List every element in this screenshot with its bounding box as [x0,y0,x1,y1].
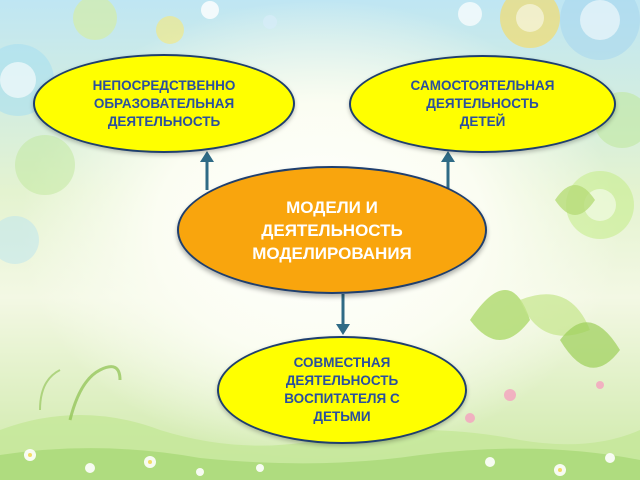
node-central-modeling: МОДЕЛИ И ДЕЯТЕЛЬНОСТЬ МОДЕЛИРОВАНИЯ [177,166,487,294]
arrow-up-icon [441,151,455,190]
arrow-down-icon [336,294,350,335]
center-label: МОДЕЛИ И ДЕЯТЕЛЬНОСТЬ МОДЕЛИРОВАНИЯ [252,197,412,263]
arrow-up-icon [200,151,214,190]
node-label: СОВМЕСТНАЯ ДЕЯТЕЛЬНОСТЬ ВОСПИТАТЕЛЯ С ДЕ… [284,355,400,424]
node-label: САМОСТОЯТЕЛЬНАЯ ДЕЯТЕЛЬНОСТЬ ДЕТЕЙ [410,78,555,129]
node-joint-teacher-children-activity: СОВМЕСТНАЯ ДЕЯТЕЛЬНОСТЬ ВОСПИТАТЕЛЯ С ДЕ… [217,336,467,444]
node-independent-children-activity: САМОСТОЯТЕЛЬНАЯ ДЕЯТЕЛЬНОСТЬ ДЕТЕЙ [349,55,616,153]
node-label: НЕПОСРЕДСТВЕННО ОБРАЗОВАТЕЛЬНАЯ ДЕЯТЕЛЬН… [92,77,236,129]
node-direct-educational-activity: НЕПОСРЕДСТВЕННО ОБРАЗОВАТЕЛЬНАЯ ДЕЯТЕЛЬН… [33,54,295,153]
